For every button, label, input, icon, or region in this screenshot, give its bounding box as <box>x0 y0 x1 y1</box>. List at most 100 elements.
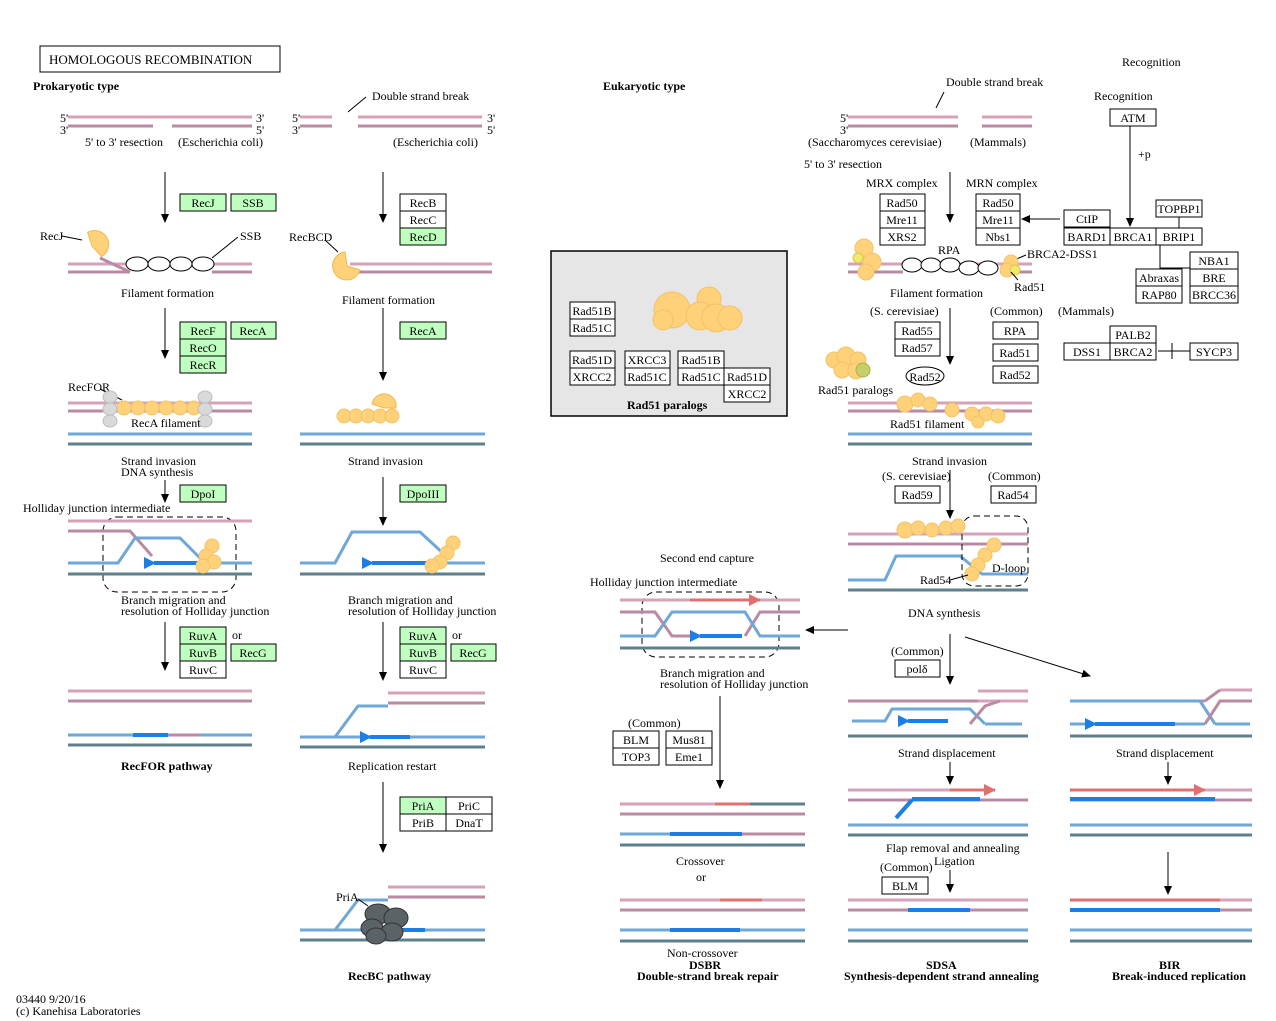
gene-atm[interactable] <box>1109 108 1157 127</box>
gene-ruvc[interactable] <box>179 660 227 679</box>
gene-rad59[interactable] <box>894 485 941 504</box>
gene-bre-label: BRE <box>1202 271 1225 285</box>
label-mrn-complex: MRN complex <box>966 176 1038 190</box>
label-rad51-filament: Rad51 filament <box>890 417 965 431</box>
gene-blm-label: BLM <box>892 879 918 893</box>
gene-rad51c-label: Rad51C <box>572 321 611 335</box>
page-title: HOMOLOGOUS RECOMBINATION <box>49 52 253 67</box>
gene-rad50-label: Rad50 <box>982 196 1013 210</box>
label-pria: PriA <box>336 890 359 904</box>
label-rad52-oval: Rad52 <box>909 370 940 384</box>
label-3prime: 3' <box>256 111 264 125</box>
label-filament-formation: Filament formation <box>342 293 435 307</box>
gene-dpoi[interactable] <box>179 484 227 503</box>
gene-recr[interactable] <box>179 355 227 374</box>
gene-ruva-label: RuvA <box>409 629 438 643</box>
gene-rad51c-label: Rad51C <box>681 370 720 384</box>
label-flap-removal: Flap removal and annealing <box>886 841 1020 855</box>
gene-rad54[interactable] <box>990 485 1037 504</box>
gene-mre11-label: Mre11 <box>886 213 918 227</box>
bir-column: Strand displacement BIR Break-induced re… <box>1070 688 1252 983</box>
label-non-crossover: Non-crossover <box>667 946 738 960</box>
gene-xrcc2-2[interactable] <box>723 384 771 403</box>
gene-nba1-label: NBA1 <box>1198 254 1229 268</box>
gene-recd[interactable] <box>399 227 447 246</box>
gene-pold[interactable] <box>894 659 941 678</box>
gene-reca[interactable] <box>230 321 277 340</box>
gene-rad51c-2[interactable] <box>624 367 671 386</box>
label-branch-migration: Branch migration and <box>121 593 226 607</box>
gene-reco-label: RecO <box>189 341 217 355</box>
gene-xrcc2-label: XRCC2 <box>728 387 767 401</box>
label-recbcd: RecBCD <box>289 230 333 244</box>
gene-rpa[interactable] <box>992 321 1039 340</box>
gene-ssb[interactable] <box>230 193 277 212</box>
label-3prime: 3' <box>487 111 495 125</box>
gene-recg-label: RecG <box>459 646 487 660</box>
label-3prime: 3' <box>292 123 300 137</box>
gene-rad51[interactable] <box>992 343 1039 362</box>
label-recognition: Recognition <box>1122 55 1181 69</box>
gene-ruvc-2[interactable] <box>399 660 447 679</box>
gene-eme1[interactable] <box>665 747 713 766</box>
gene-rad51d-label: Rad51D <box>572 353 612 367</box>
label-5prime: 5' <box>292 111 300 125</box>
gene-dnat[interactable] <box>445 813 493 832</box>
title-box <box>39 45 281 73</box>
sdsa-column: (Common) polδ Strand displacement Flap r… <box>844 634 1039 983</box>
label-holliday-resolution: resolution of Holliday junction <box>121 604 269 618</box>
label-recognition: Recognition <box>1094 89 1153 103</box>
label-rad51-paralogs: Rad51 paralogs <box>627 398 708 412</box>
gene-rad51d-label: Rad51D <box>727 370 767 384</box>
label-ecoli: (Escherichia coli) <box>178 135 263 149</box>
gene-brca1-label: BRCA1 <box>1114 230 1153 244</box>
label-holliday-junction: Holliday junction intermediate <box>23 501 170 515</box>
label-strand-displacement: Strand displacement <box>1116 746 1214 760</box>
gene-brcc36[interactable] <box>1189 285 1239 304</box>
gene-recj[interactable] <box>179 193 227 212</box>
eukaryotic-initiation: Double strand break 5' 3' (Saccharomyces… <box>804 75 1098 300</box>
gene-atm-label: ATM <box>1120 111 1146 125</box>
gene-blm-2[interactable] <box>881 876 929 895</box>
label-strand-invasion: Strand invasion <box>912 454 987 468</box>
gene-nbs1[interactable] <box>975 227 1021 246</box>
gene-reca-2[interactable] <box>399 321 447 340</box>
label-double-strand-break: Double strand break <box>372 89 469 103</box>
gene-brcc36-label: BRCC36 <box>1192 288 1236 302</box>
gene-rad51b-label: Rad51B <box>681 353 720 367</box>
gene-rad50-label: Rad50 <box>886 196 917 210</box>
gene-rap80[interactable] <box>1135 285 1183 304</box>
label-filament-formation: Filament formation <box>121 286 214 300</box>
gene-top3[interactable] <box>612 747 660 766</box>
gene-xrs2-label: XRS2 <box>887 230 916 244</box>
gene-dpoi-label: DpoI <box>191 487 216 501</box>
label-common: (Common) <box>628 716 681 730</box>
recfor-column: 5' 3' 3' 5' 5' to 3' resection (Escheric… <box>23 111 277 773</box>
gene-recc-label: RecC <box>410 213 437 227</box>
gene-mus81-label: Mus81 <box>672 733 705 747</box>
gene-rad57[interactable] <box>894 338 941 357</box>
gene-xrs2[interactable] <box>879 227 926 246</box>
gene-recg-2[interactable] <box>450 643 497 662</box>
label-common: (Common) <box>891 644 944 658</box>
gene-brip1-label: BRIP1 <box>1163 230 1196 244</box>
gene-topbp1-label: TOPBP1 <box>1157 202 1200 216</box>
recognition-complex: Recognition Recognition ATM +p TOPBP1 Ct… <box>1058 55 1239 361</box>
gene-rad51c[interactable] <box>569 318 616 337</box>
gene-brca2[interactable] <box>1109 342 1157 361</box>
gene-xrcc3-label: XRCC3 <box>628 353 667 367</box>
label-reca-filament: RecA filament <box>131 416 201 430</box>
gene-dpoiii[interactable] <box>399 484 447 503</box>
label-mammals: (Mammals) <box>1058 304 1114 318</box>
label-s-cerevisiae: (S. cerevisiae) <box>870 304 939 318</box>
gene-sycp3[interactable] <box>1189 342 1239 361</box>
gene-xrcc2[interactable] <box>569 367 616 386</box>
label-dna-synthesis: DNA synthesis <box>121 465 194 479</box>
label-common: (Common) <box>988 469 1041 483</box>
label-common: (Common) <box>990 304 1043 318</box>
gene-rad52[interactable] <box>992 365 1039 384</box>
gene-ruva-label: RuvA <box>189 629 218 643</box>
gene-recg[interactable] <box>230 643 277 662</box>
